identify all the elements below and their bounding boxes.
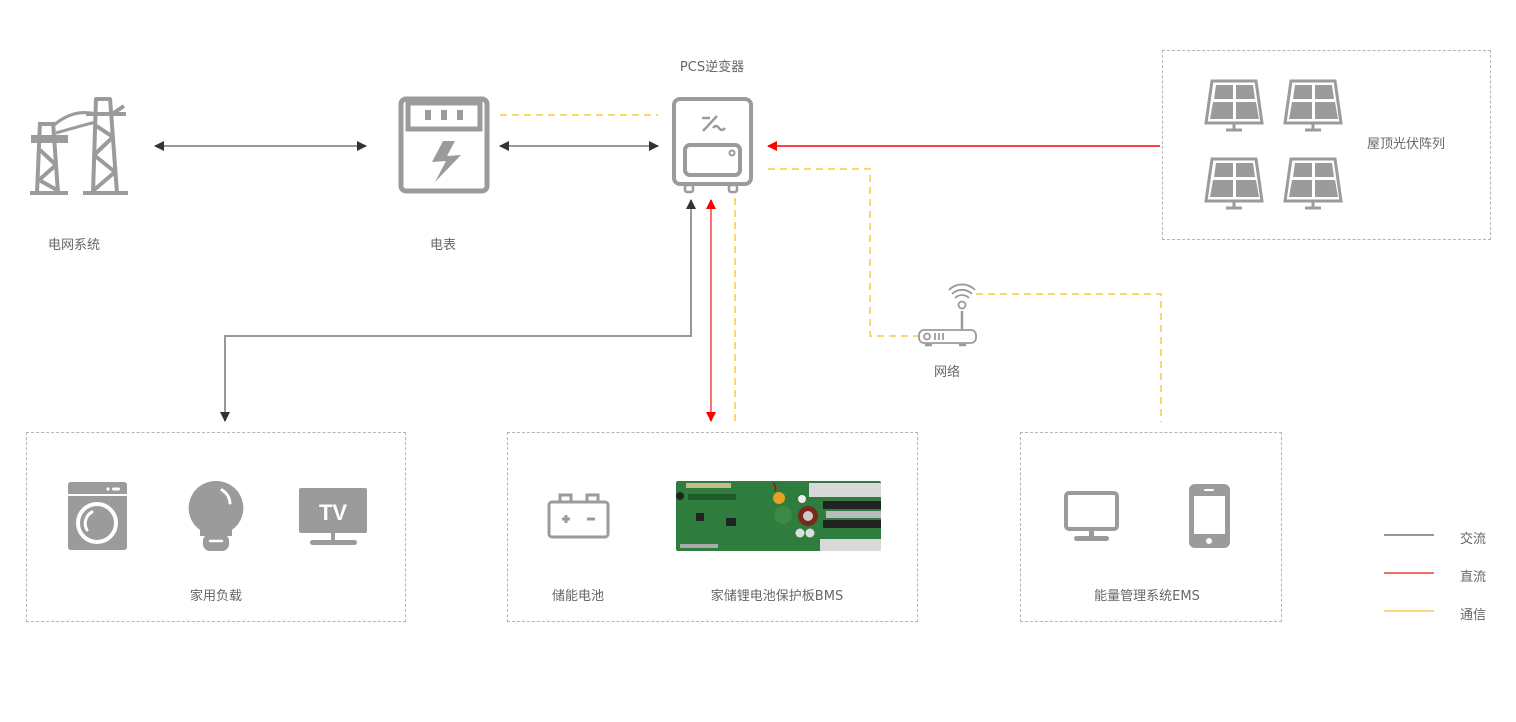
edge-pcs-router-comm xyxy=(768,168,918,337)
solar-panel-icon xyxy=(1204,157,1264,210)
smartphone-icon xyxy=(1189,484,1230,548)
power-tower-icon xyxy=(30,97,128,195)
edge-pcs-load-ac xyxy=(220,199,696,422)
router-label: 网络 xyxy=(933,365,961,380)
tv-icon: TV xyxy=(299,488,367,545)
meter-label: 电表 xyxy=(429,238,457,253)
solar-panel-icon xyxy=(1204,79,1264,132)
edge-router-ems-comm xyxy=(976,293,1162,422)
legend-label-dc: 直流 xyxy=(1460,570,1487,585)
tv-label: TV xyxy=(319,500,347,525)
washing-machine-icon xyxy=(68,482,127,550)
ems-group xyxy=(1020,432,1282,622)
legend-label-comm: 通信 xyxy=(1460,608,1487,623)
legend-label-ac: 交流 xyxy=(1460,532,1487,547)
battery-label: 储能电池 xyxy=(551,589,605,604)
legend xyxy=(1384,534,1434,612)
light-bulb-icon xyxy=(188,480,244,551)
electric-meter-icon xyxy=(398,96,490,194)
pv-array-group xyxy=(1162,50,1491,240)
solar-panel-icon xyxy=(1283,157,1343,210)
battery-icon xyxy=(547,493,610,539)
bms-label: 家储锂电池保护板BMS xyxy=(710,589,844,604)
grid-label: 电网系统 xyxy=(47,238,101,253)
pcs-label: PCS逆变器 xyxy=(679,60,745,75)
ems-label: 能量管理系统EMS xyxy=(1094,589,1200,604)
pv-label: 屋顶光伏阵列 xyxy=(1366,137,1446,152)
bms-board-image xyxy=(676,481,881,551)
load-label: 家用负载 xyxy=(189,589,243,604)
household-load-group xyxy=(26,432,406,622)
inverter-icon xyxy=(672,97,753,194)
wifi-router-icon xyxy=(918,283,977,347)
solar-panel-icon xyxy=(1283,79,1343,132)
battery-bms-group xyxy=(507,432,918,622)
monitor-icon xyxy=(1064,491,1119,541)
solar-panels xyxy=(1204,79,1343,210)
